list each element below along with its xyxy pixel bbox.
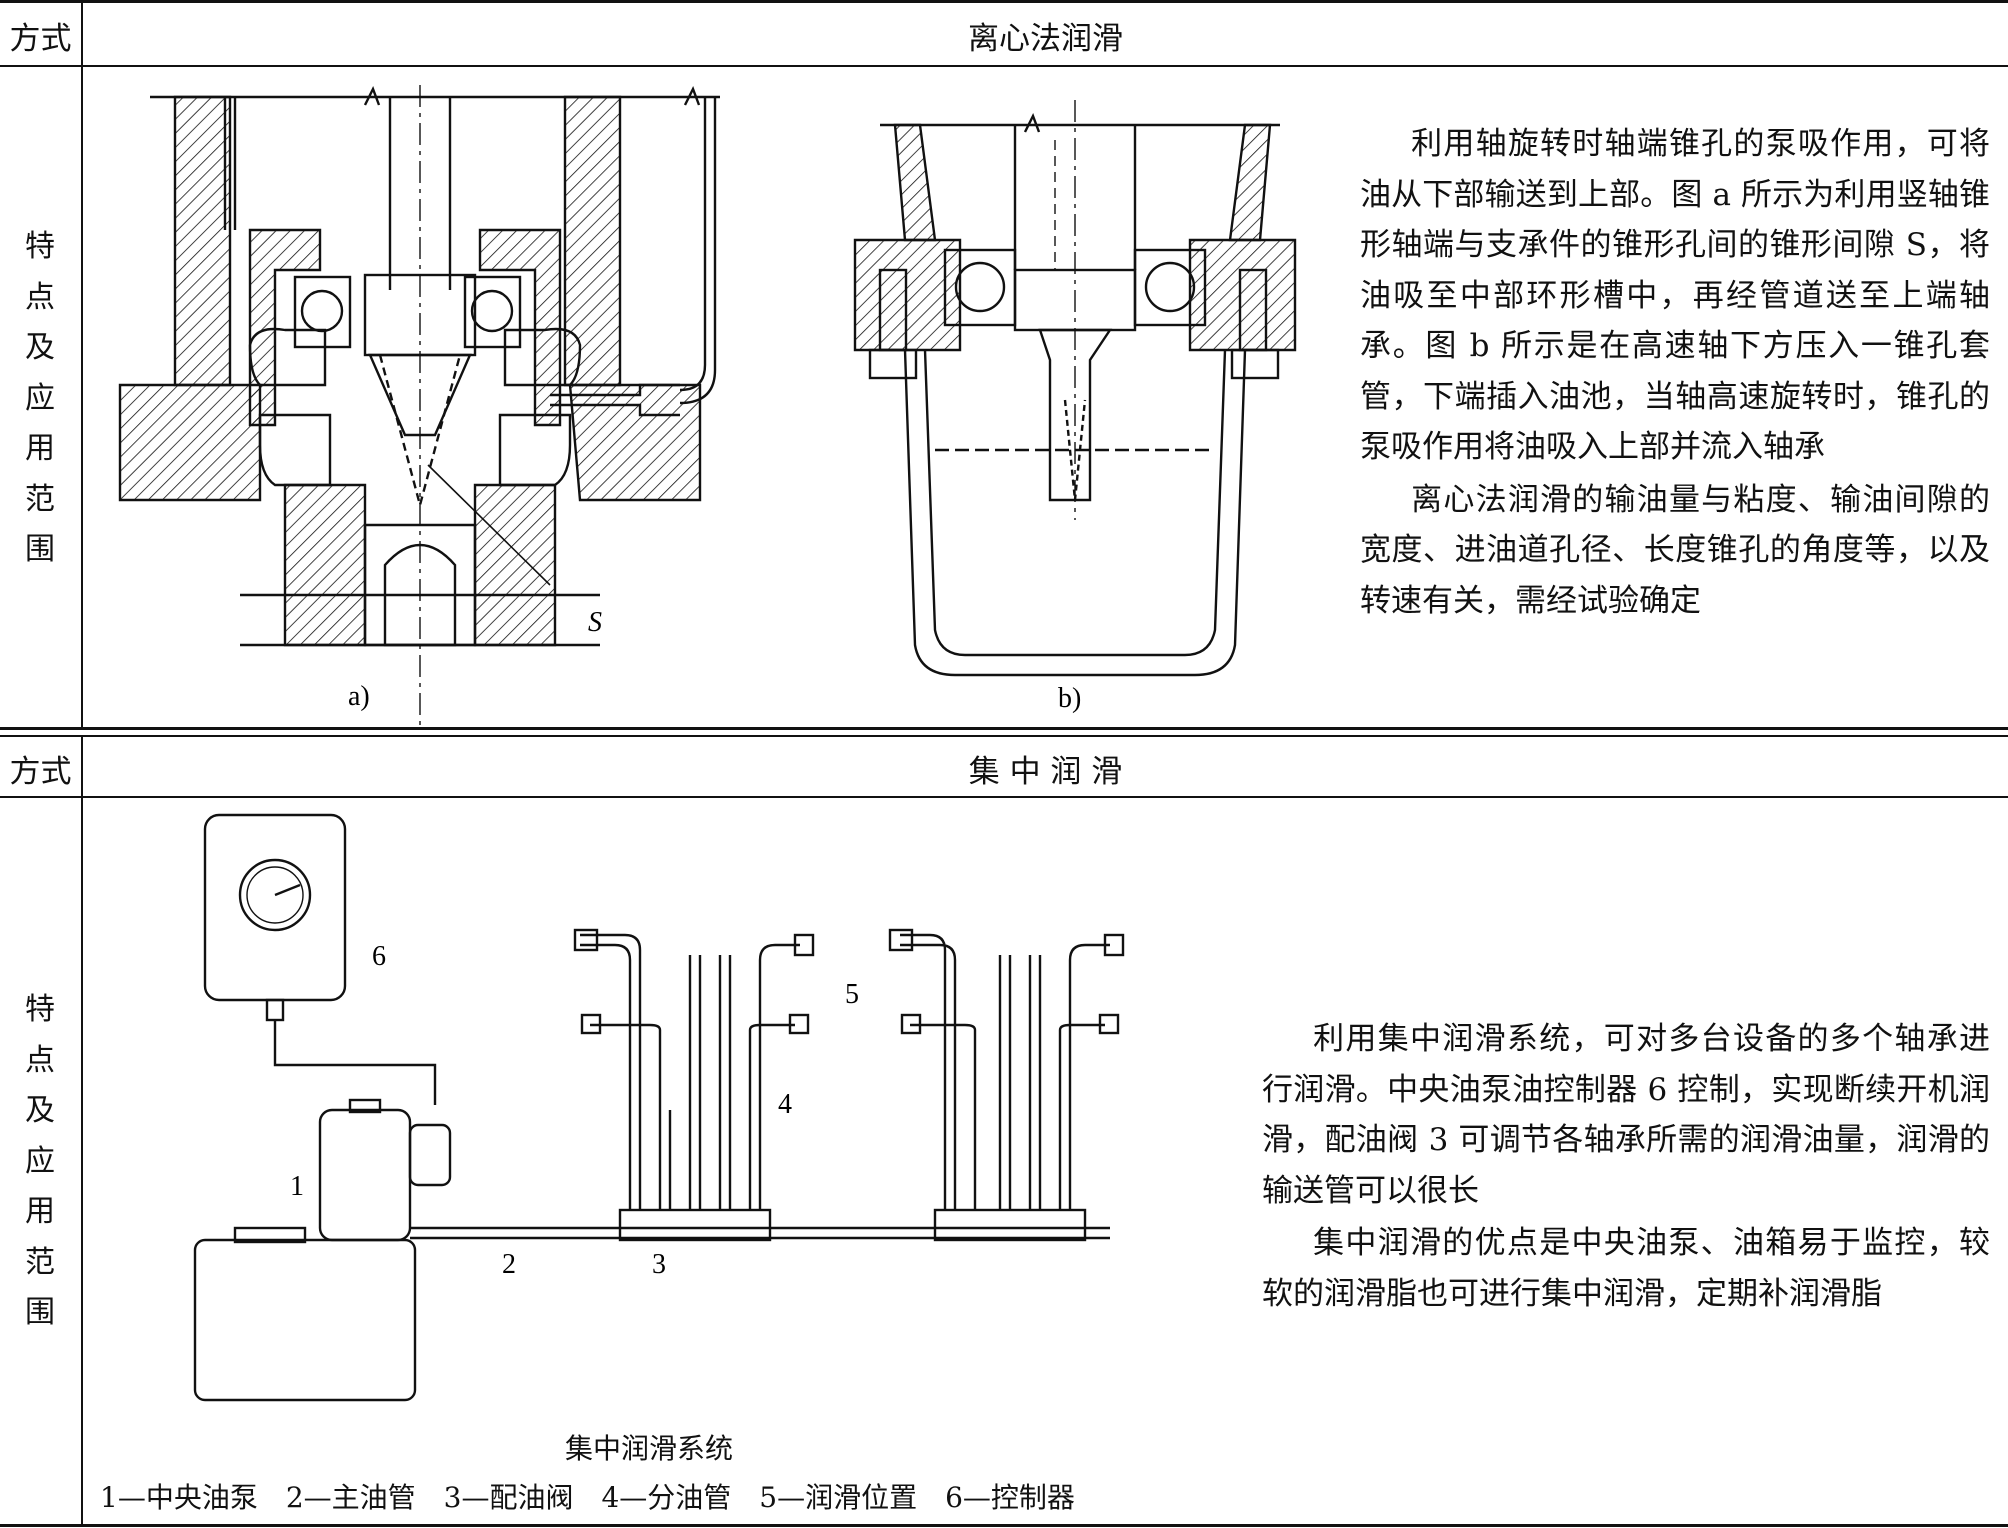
label-5-lubrication-point: 5 [845,979,859,1010]
method-title-2: 集 中 润 滑 [968,754,1123,790]
figure-a-centrifugal-cone-shaft: a) S [118,85,720,725]
label-1-central-pump: 1 [290,1171,304,1202]
centrifugal-description: 利用轴旋转时轴端锥孔的泵吸作用，可将油从下部输送到上部。图 a 所示为利用竖轴锥… [1360,119,1990,626]
rule-bottom [0,1524,2008,1527]
centralized-description: 利用集中润滑系统，可对多台设备的多个轴承进行润滑。中央油泵油控制器 6 控制，实… [1262,1014,1990,1319]
centrifugal-paragraph-2: 离心法润滑的输油量与粘度、输油间隙的宽度、进油道孔径、长度锥孔的角度等，以及转速… [1360,481,1990,619]
rule-header2-bottom [0,796,2008,798]
figure-a-label: a) [348,681,370,712]
figure-b-label: b) [1058,683,1081,714]
method-label-2: 方式 [9,754,72,790]
gap-s-label: S [588,607,602,638]
rule-section-divider-a [0,727,2008,730]
label-4-branch-pipe: 4 [778,1089,792,1120]
centralized-paragraph-2: 集中润滑的优点是中央油泵、油箱易于监控，较软的润滑脂也可进行集中润滑，定期补润滑… [1262,1225,1990,1312]
method-title: 离心法润滑 [968,21,1123,57]
label-2-main-pipe: 2 [502,1249,516,1280]
centralized-paragraph-1: 利用集中润滑系统，可对多台设备的多个轴承进行润滑。中央油泵油控制器 6 控制，实… [1262,1021,1990,1209]
figure-caption: 集中润滑系统 [565,1432,734,1465]
method-label: 方式 [9,21,72,57]
rule-label-column-2 [81,735,83,1527]
figure-legend: 1—中央油泵 2—主油管 3—配油阀 4—分油管 5—润滑位置 6—控制器 [100,1481,1075,1514]
rule-top [0,0,2008,3]
rule-header1-bottom [0,65,2008,67]
centrifugal-paragraph-1: 利用轴旋转时轴端锥孔的泵吸作用，可将油从下部输送到上部。图 a 所示为利用竖轴锥… [1360,126,1990,465]
rule-label-column-1 [81,0,83,729]
rule-section-divider-b [0,735,2008,737]
label-3-distribution-valve: 3 [652,1249,666,1280]
figure-centralized-lubrication-system: 6 5 4 1 2 3 [193,813,1125,1402]
label-6-controller: 6 [372,941,386,972]
feature-label-2: 特点及应用范围 [25,992,55,1330]
feature-label: 特点及应用范围 [25,229,55,567]
figure-b-cone-sleeve: b) [853,100,1297,714]
